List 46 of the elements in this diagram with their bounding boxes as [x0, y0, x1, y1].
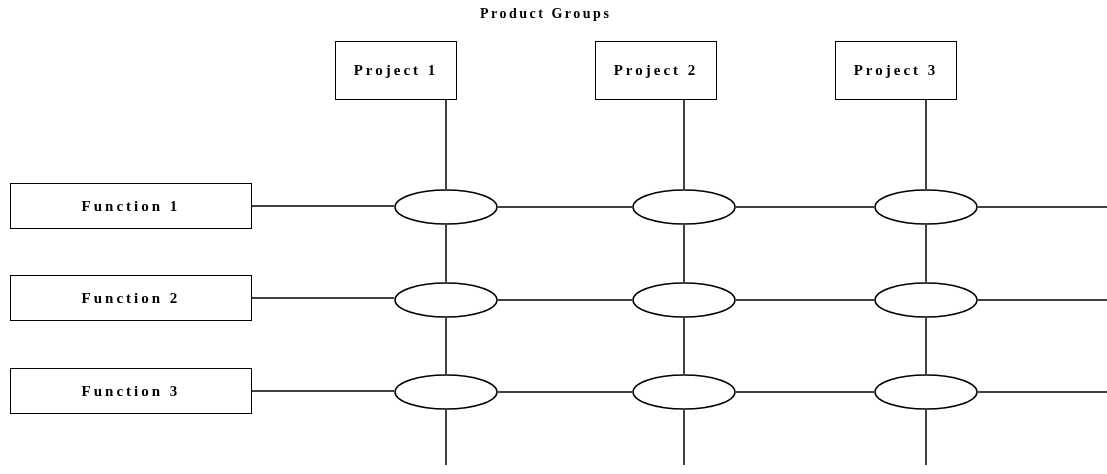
connector-line — [925, 99, 927, 190]
heading: Product Groups — [480, 6, 612, 22]
box-label: Project 1 — [353, 62, 439, 79]
function-box — [10, 275, 252, 321]
connector-line — [497, 206, 633, 208]
connector-line — [683, 224, 685, 283]
intersection-ellipse — [632, 189, 736, 225]
box-label: Project 3 — [853, 62, 939, 79]
project-box — [335, 41, 457, 100]
connector-line — [497, 391, 633, 393]
connector-line — [925, 409, 927, 466]
function-box — [10, 183, 252, 229]
connector-line — [445, 99, 447, 190]
connector-line — [977, 391, 1107, 393]
connector-line — [735, 391, 875, 393]
intersection-ellipse — [632, 374, 736, 410]
connector-line — [683, 409, 685, 466]
connector-line — [497, 299, 633, 301]
connector-line — [251, 205, 395, 207]
intersection-ellipse — [394, 189, 498, 225]
intersection-ellipse — [874, 282, 978, 318]
box-label: Project 2 — [613, 62, 699, 79]
connector-line — [445, 409, 447, 466]
connector-line — [251, 390, 395, 392]
box-label: Function 2 — [81, 289, 181, 307]
intersection-ellipse — [394, 282, 498, 318]
connector-line — [735, 206, 875, 208]
project-box — [595, 41, 717, 100]
box-label: Function 3 — [81, 382, 181, 400]
project-box — [835, 41, 957, 100]
intersection-ellipse — [394, 374, 498, 410]
connector-line — [735, 299, 875, 301]
connector-line — [683, 99, 685, 190]
intersection-ellipse — [874, 189, 978, 225]
connector-line — [445, 317, 447, 375]
connector-line — [977, 206, 1107, 208]
connector-line — [683, 317, 685, 375]
function-box — [10, 368, 252, 414]
intersection-ellipse — [874, 374, 978, 410]
connector-line — [925, 224, 927, 283]
connector-line — [251, 297, 395, 299]
connector-line — [977, 299, 1107, 301]
connector-line — [925, 317, 927, 375]
connector-line — [445, 224, 447, 283]
intersection-ellipse — [632, 282, 736, 318]
box-label: Function 1 — [81, 197, 181, 215]
